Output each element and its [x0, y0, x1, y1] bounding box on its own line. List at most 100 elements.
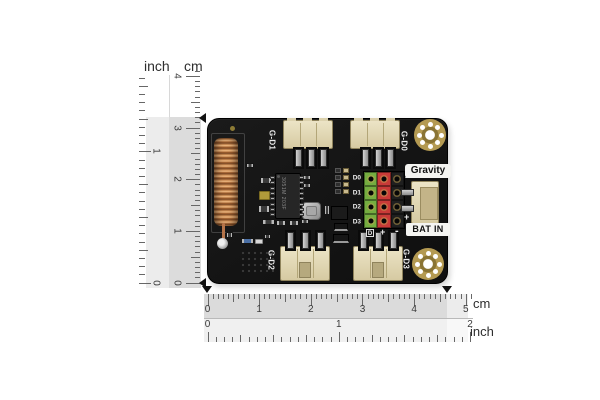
- connector-notch: [299, 262, 311, 278]
- connector-pin: [320, 149, 327, 167]
- ruler-tick: [217, 294, 219, 299]
- header-cell: [364, 200, 378, 214]
- mounting-hole: [414, 119, 446, 151]
- mount-hole-via: [419, 140, 425, 146]
- connector-pin: [308, 149, 315, 167]
- ruler-tick: [393, 294, 395, 299]
- ruler-tick: [139, 167, 145, 169]
- ruler-tick: [363, 337, 365, 342]
- mount-hole-via: [427, 121, 433, 127]
- ic-pin: [270, 186, 275, 190]
- ruler-tick: [195, 81, 200, 83]
- sot23-transistor: [334, 223, 348, 231]
- ruler-tick: [186, 179, 200, 181]
- ruler-tick: [139, 192, 145, 194]
- ruler-tick: [300, 294, 302, 299]
- ruler-tick: [232, 337, 234, 342]
- connector-pin: [401, 189, 414, 196]
- ruler-tick: [191, 101, 200, 103]
- ruler-tick: [330, 337, 332, 342]
- ruler-tick: [243, 294, 245, 299]
- ruler-tick: [228, 294, 230, 299]
- ruler-tick: [195, 112, 200, 114]
- pcb-board: G-D1 G-D0 G-D2 G-D3 3051M 203F: [207, 118, 451, 284]
- ruler-tick: [195, 236, 200, 237]
- ruler-tick: [445, 337, 447, 342]
- ruler-tick: [450, 294, 452, 299]
- smd-component: [258, 205, 270, 213]
- ruler-tick: [195, 215, 200, 217]
- header-pin-hole: [381, 176, 387, 182]
- connector-latch-tabs: [354, 118, 396, 121]
- ruler-tick: [264, 294, 266, 299]
- horizontal-cm-band-ext: [447, 294, 468, 318]
- ruler-tick: [195, 277, 200, 279]
- vertical-inch-band: [146, 117, 169, 288]
- silkscreen-label-gd0: G-D0: [399, 130, 409, 152]
- spring-antenna-coil: [214, 138, 238, 226]
- smd-component: [324, 205, 330, 215]
- ruler-tick: [195, 132, 200, 134]
- ruler-tick: [453, 337, 455, 342]
- ruler-tick: [195, 148, 200, 150]
- board-right-edge-marker: [442, 286, 452, 293]
- ruler-number: 2: [308, 304, 314, 315]
- ruler-tick: [372, 294, 374, 299]
- ruler-tick: [424, 294, 426, 299]
- ic-pin: [270, 202, 275, 206]
- ruler-tick: [195, 163, 200, 165]
- ruler-tick: [352, 294, 354, 299]
- ruler-tick: [139, 110, 145, 112]
- header-pin-hole: [381, 204, 387, 210]
- ruler-number: 0: [204, 319, 211, 330]
- sot23-transistor: [333, 234, 349, 243]
- ruler-number: 3: [359, 304, 366, 315]
- ruler-tick: [195, 184, 200, 186]
- ruler-tick: [428, 337, 430, 342]
- ruler-tick: [387, 337, 389, 342]
- mount-hole-via: [417, 253, 423, 259]
- connector-pin: [287, 232, 294, 249]
- ruler-tick: [139, 249, 148, 251]
- ruler-number: 0: [204, 304, 211, 315]
- ruler-tick: [139, 134, 145, 136]
- thermal-via-grid: [240, 250, 276, 273]
- ruler-tick: [195, 220, 200, 222]
- header-cell: [377, 214, 391, 228]
- ruler-tick: [355, 337, 357, 342]
- ruler-tick: [434, 294, 436, 299]
- ruler-tick: [195, 96, 200, 98]
- ruler-number: 5: [463, 304, 469, 315]
- ruler-tick: [233, 294, 235, 302]
- ruler-tick: [439, 294, 441, 302]
- ruler-tick: [195, 174, 200, 175]
- ruler-number: 2: [171, 176, 183, 182]
- ic-pin: [270, 208, 275, 212]
- header-col-label-vcc: +: [380, 227, 386, 237]
- ruler-tick: [195, 106, 200, 108]
- smd-component: [276, 220, 286, 226]
- ruler-tick: [139, 102, 145, 104]
- ruler-tick: [139, 266, 145, 268]
- connector-pin: [390, 232, 397, 249]
- ruler-tick: [191, 153, 200, 155]
- mount-hole-via: [419, 124, 425, 130]
- header-col-label-signal: D: [366, 229, 374, 237]
- ruler-tick: [419, 294, 421, 299]
- ruler-tick: [139, 241, 145, 243]
- ic-pin: [299, 186, 304, 190]
- vertical-inch-title: inch: [144, 58, 170, 74]
- ic-marking-line2: 203F: [280, 196, 286, 211]
- ruler-tick: [195, 246, 200, 248]
- smd-component: [303, 175, 311, 180]
- ruler-tick: [215, 337, 217, 342]
- ruler-tick: [305, 335, 307, 342]
- header-pin-hole: [381, 218, 387, 224]
- ruler-tick: [139, 282, 151, 284]
- jst-connector-gd0: [350, 118, 400, 149]
- header-pin-hole: [368, 190, 374, 196]
- header-cell: [377, 172, 391, 186]
- ruler-tick: [346, 294, 348, 299]
- ruler-tick: [207, 332, 209, 342]
- ruler-tick: [412, 337, 414, 342]
